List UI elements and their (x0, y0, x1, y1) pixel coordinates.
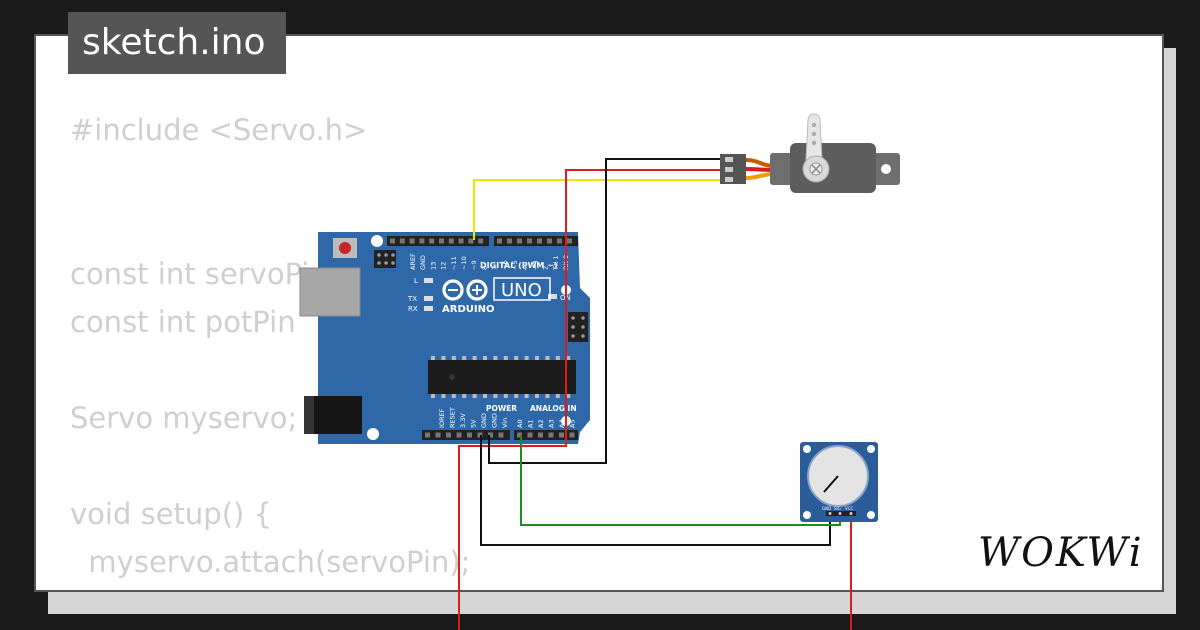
potentiometer[interactable]: GND SIG VCC (800, 442, 878, 522)
led-on (548, 294, 557, 299)
servo-horn (805, 113, 823, 161)
pin-label: A5 (569, 419, 577, 428)
pin-label: 3.3V (459, 413, 467, 428)
analog-header (514, 430, 578, 440)
digital-header-label: DIGITAL (PWM ~) (480, 261, 558, 270)
file-tab[interactable]: sketch.ino (68, 12, 286, 74)
power-label: POWER (486, 404, 517, 413)
pin-label: ~5 (511, 260, 519, 270)
arduino-logo-icon (442, 279, 488, 301)
wokwi-logo: WOKWi (978, 530, 1144, 576)
code-line: Servo myservo; (70, 401, 298, 435)
wokwi-logo-text: WOKWi (978, 530, 1144, 576)
pin-label: ~10 (460, 256, 468, 270)
digital-header-right (494, 236, 578, 246)
pin-label: 8 (480, 266, 488, 270)
pin-label: GND (491, 413, 499, 428)
wire-green-pot-signal (520, 435, 841, 526)
wire-black-servo-gnd (488, 158, 722, 464)
analog-label: ANALOG IN (530, 404, 577, 413)
led-tx-label: TX (407, 295, 417, 303)
pin-label: 5V (470, 419, 478, 428)
pin-label: A2 (537, 419, 545, 428)
wire-red-servo (565, 169, 722, 240)
pin-label: ~9 (470, 260, 478, 270)
servo-motor[interactable] (720, 113, 900, 193)
led-rx (424, 306, 433, 311)
pin-label: RESET (449, 407, 457, 428)
pot-pin-gnd-label: GND (822, 506, 831, 511)
code-line: void setup() { (70, 497, 272, 531)
led-tx (424, 296, 433, 301)
pin-label: 7 (491, 266, 499, 270)
code-line: #include <Servo.h> (70, 113, 368, 147)
led-l-label: L (414, 277, 418, 285)
wire-yellow-signal (473, 179, 722, 240)
usb-port (299, 267, 361, 317)
pin-label: A1 (527, 419, 535, 428)
pin-label: GND (419, 255, 427, 270)
digital-header-left (387, 236, 489, 246)
pin-label: 2 (542, 266, 550, 270)
led-rx-label: RX (408, 305, 418, 313)
pin-label: AREF (409, 253, 417, 270)
pin-label: A4 (558, 419, 566, 428)
pin-label: TX 1 (552, 255, 560, 271)
wire-red-5v (458, 240, 567, 630)
pin-label: GND (480, 413, 488, 428)
pin-label: 4 (521, 266, 529, 270)
code-line: const int potPin (70, 305, 296, 339)
wire-black-pot-gnd (480, 435, 831, 546)
pin-label: 13 (429, 262, 437, 270)
knob-indicator (823, 475, 839, 493)
pot-pin-vcc-label: VCC (845, 506, 854, 511)
pin-label: ~11 (450, 256, 458, 270)
code-line: myservo.attach(servoPin); (70, 545, 471, 579)
pot-pin-sig-label: SIG (834, 506, 841, 511)
file-tab-label: sketch.ino (82, 22, 266, 63)
pin-label: Vin (501, 418, 509, 428)
pin-label: A0 (516, 419, 524, 428)
board-model-label: UNO (501, 280, 542, 301)
pin-label: ~6 (501, 260, 509, 270)
pin-label: IOREF (438, 408, 446, 428)
pin-label: A3 (548, 419, 556, 428)
pin-label: ~3 (531, 260, 539, 270)
power-header (422, 430, 510, 440)
board-brand-label: ARDUINO (442, 304, 494, 315)
led-l (424, 278, 433, 283)
pin-label: 12 (440, 262, 448, 270)
